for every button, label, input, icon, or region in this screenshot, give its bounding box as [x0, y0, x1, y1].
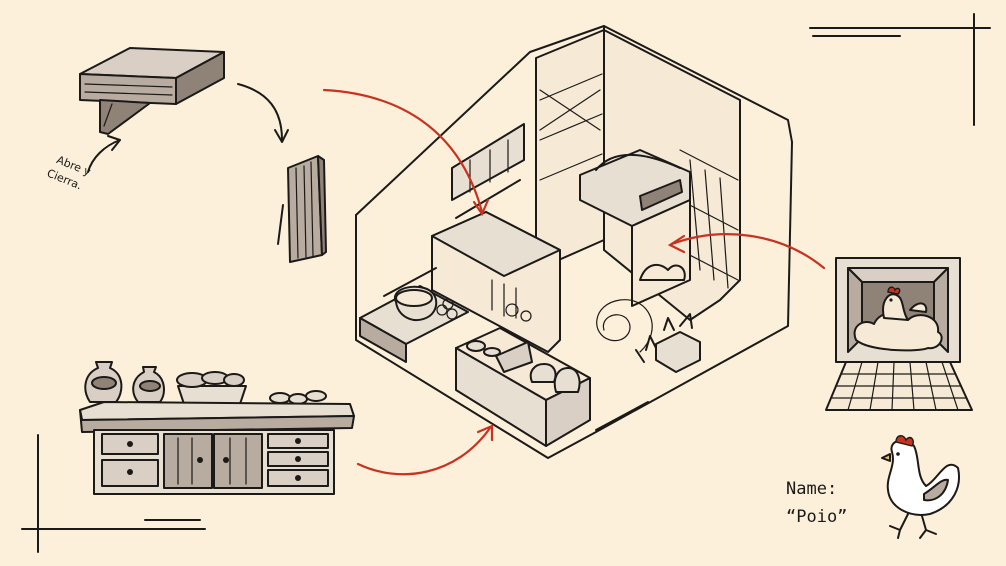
frame-corner-bottom-left [21, 434, 206, 553]
cabinet-to-room-arrow [356, 424, 494, 476]
kitchen-cabinet-illustration [79, 361, 355, 495]
frame-corner-top-right [809, 13, 991, 126]
character-name-value: “Poio” [786, 507, 847, 527]
chicken-character-illustration [881, 435, 960, 539]
folding-shelf-closed-illustration [277, 155, 327, 263]
shelf-to-room-arrow [322, 88, 490, 217]
isometric-kitchen-room [355, 25, 793, 459]
folding-shelf-open-illustration [79, 47, 225, 135]
note-arrow [87, 135, 121, 173]
oven-to-room-arrow [667, 233, 826, 270]
fold-arrow [237, 83, 289, 143]
handwritten-note: Abre y Cierra. [45, 153, 93, 192]
character-name-label: Name: [786, 479, 837, 499]
oven-with-chicken-illustration [825, 257, 973, 411]
